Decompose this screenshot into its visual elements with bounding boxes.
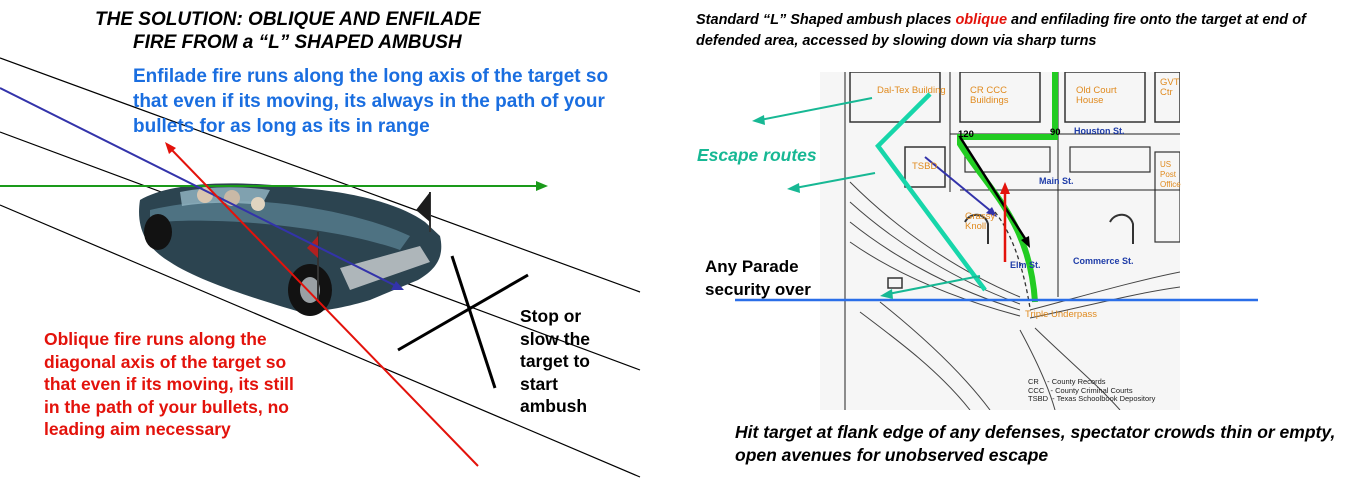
map-label-govt: GVT Ctr xyxy=(1160,77,1180,98)
map-street-commerce: Commerce St. xyxy=(1073,256,1134,266)
enfilade-description: Enfilade fire runs along the long axis o… xyxy=(133,66,609,137)
map-label-post-office: US Post Office xyxy=(1160,160,1181,189)
dealey-plaza-map: Dal-Tex Building CR CCC Buildings Old Co… xyxy=(820,72,1181,410)
map-street-main: Main St. xyxy=(1039,176,1074,186)
left-title-line2: FIRE FROM a “L” SHAPED AMBUSH xyxy=(133,32,462,53)
stop-x-line-2 xyxy=(397,273,529,352)
l-ambush-teal xyxy=(875,92,987,292)
right-title: Standard “L” Shaped ambush places obliqu… xyxy=(696,10,1336,52)
route-black-arrow xyxy=(958,136,1028,241)
map-legend: CR - County Records CCC - County Crimina… xyxy=(1028,377,1156,403)
enfilade-blue-arrow xyxy=(0,87,397,287)
hit-target-text: Hit target at flank edge of any defenses… xyxy=(735,422,1336,465)
oblique-description: Oblique fire runs along the diagonal axi… xyxy=(44,329,294,439)
left-diagram xyxy=(0,57,641,478)
map-drawing xyxy=(844,72,1180,410)
map-street-elm: Elm St. xyxy=(1010,260,1041,270)
right-title-highlight: oblique xyxy=(955,12,1008,28)
right-title-part1: Standard “L” Shaped ambush places xyxy=(696,12,956,28)
escape-arrow-2 xyxy=(794,172,876,189)
map-number-90: 90 xyxy=(1050,127,1061,138)
parade-security-label: Any Parade security over xyxy=(705,257,811,299)
road-line-bottom xyxy=(0,204,641,478)
stop-x-line-1 xyxy=(450,255,497,389)
road-line-top xyxy=(0,57,641,293)
map-number-120: 120 xyxy=(958,129,974,140)
tsbd-blue-arrow xyxy=(924,156,993,213)
left-title: THE SOLUTION: OBLIQUE AND ENFILADE FIRE … xyxy=(95,8,565,54)
map-street-houston: Houston St. xyxy=(1074,126,1125,136)
map-label-triple-underpass: Triple Underpass xyxy=(1025,309,1097,320)
escape-arrow-1 xyxy=(759,97,873,121)
map-label-tsbd: TSBD xyxy=(912,161,938,172)
escape-arrow-3 xyxy=(887,275,981,295)
left-title-line1: THE SOLUTION: OBLIQUE AND ENFILADE xyxy=(95,9,481,30)
map-label-old-court: Old Court House xyxy=(1076,85,1117,106)
stop-description: Stop or slow the target to start ambush xyxy=(520,306,591,416)
map-label-daltex: Dal-Tex Building xyxy=(877,85,946,96)
right-title-part2: and enfilading fire onto the target at e… xyxy=(696,12,1306,49)
map-label-cr-ccc: CR CCC Buildings xyxy=(970,85,1009,106)
map-label-grassy-knoll: Grassy Knoll xyxy=(965,211,996,232)
escape-routes-label: Escape routes xyxy=(697,145,817,165)
oblique-red-arrow xyxy=(169,147,479,467)
